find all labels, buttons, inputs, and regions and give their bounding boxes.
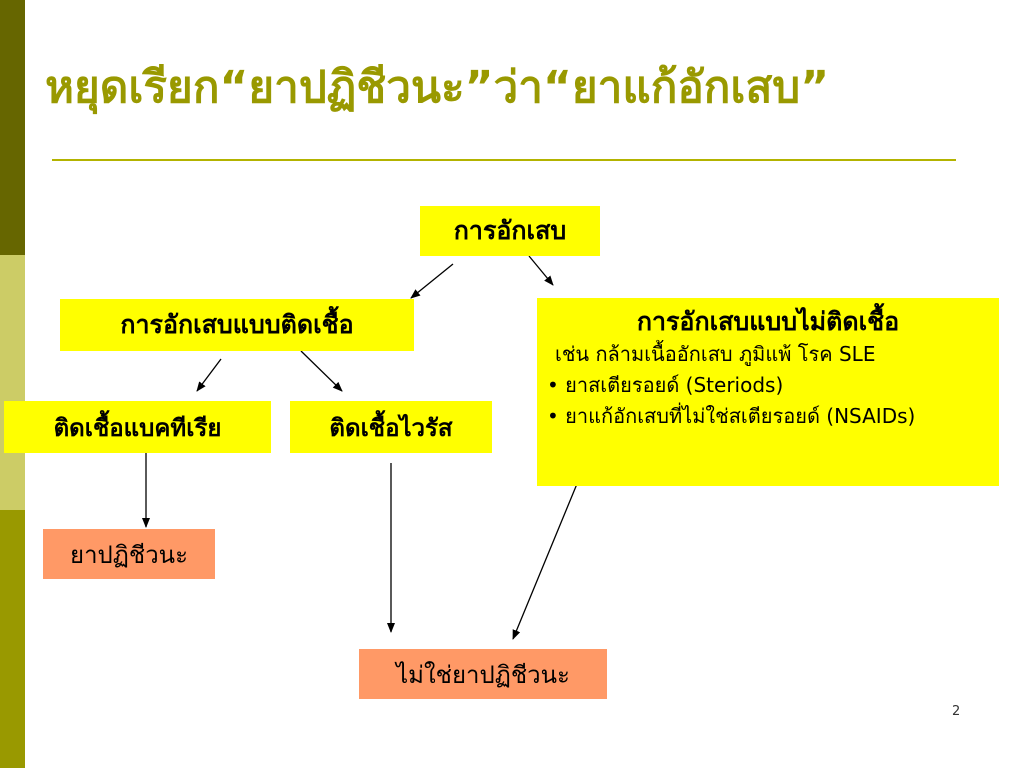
node-bacterial-infection: ติดเชื้อแบคทีเรีย xyxy=(4,401,271,453)
node-inflammation: การอักเสบ xyxy=(420,206,600,256)
slide-title: หยุดเรียก“ยาปฏิชีวนะ”ว่า“ยาแก้อักเสบ” xyxy=(45,62,830,113)
arrow-root-to-noninfectious xyxy=(528,255,554,286)
decor-stripe-bottom xyxy=(0,510,25,768)
node-not-antibiotic: ไม่ใช่ยาปฏิชีวนะ xyxy=(359,649,607,699)
title-divider xyxy=(52,159,956,161)
decor-stripe-middle xyxy=(0,255,25,510)
noninfectious-heading: การอักเสบแบบไม่ติดเชื้อ xyxy=(636,307,900,336)
node-viral-infection: ติดเชื้อไวรัส xyxy=(290,401,492,453)
node-infectious-inflammation: การอักเสบแบบติดเชื้อ xyxy=(60,299,414,351)
arrow-noninfectious-to-not-antibiotic xyxy=(512,478,580,640)
node-antibiotic: ยาปฏิชีวนะ xyxy=(43,529,215,579)
arrow-infectious-to-bacterial xyxy=(196,358,222,392)
page-number: 2 xyxy=(952,704,961,719)
noninfectious-bullet-steroids: • ยาสเตียรอยด์ (Steriods) xyxy=(547,372,784,397)
arrow-root-to-infectious xyxy=(410,263,454,299)
noninfectious-bullet-nsaids: • ยาแก้อักเสบที่ไม่ใช่สเตียรอยด์ (NSAIDs… xyxy=(547,403,916,428)
arrow-infectious-to-viral xyxy=(300,350,343,392)
noninfectious-example: เช่น กล้ามเนื้ออักเสบ ภูมิแพ้ โรค SLE xyxy=(555,341,876,366)
node-noninfectious-inflammation: การอักเสบแบบไม่ติดเชื้อ เช่น กล้ามเนื้ออ… xyxy=(537,298,999,486)
decor-stripe-top xyxy=(0,0,25,255)
